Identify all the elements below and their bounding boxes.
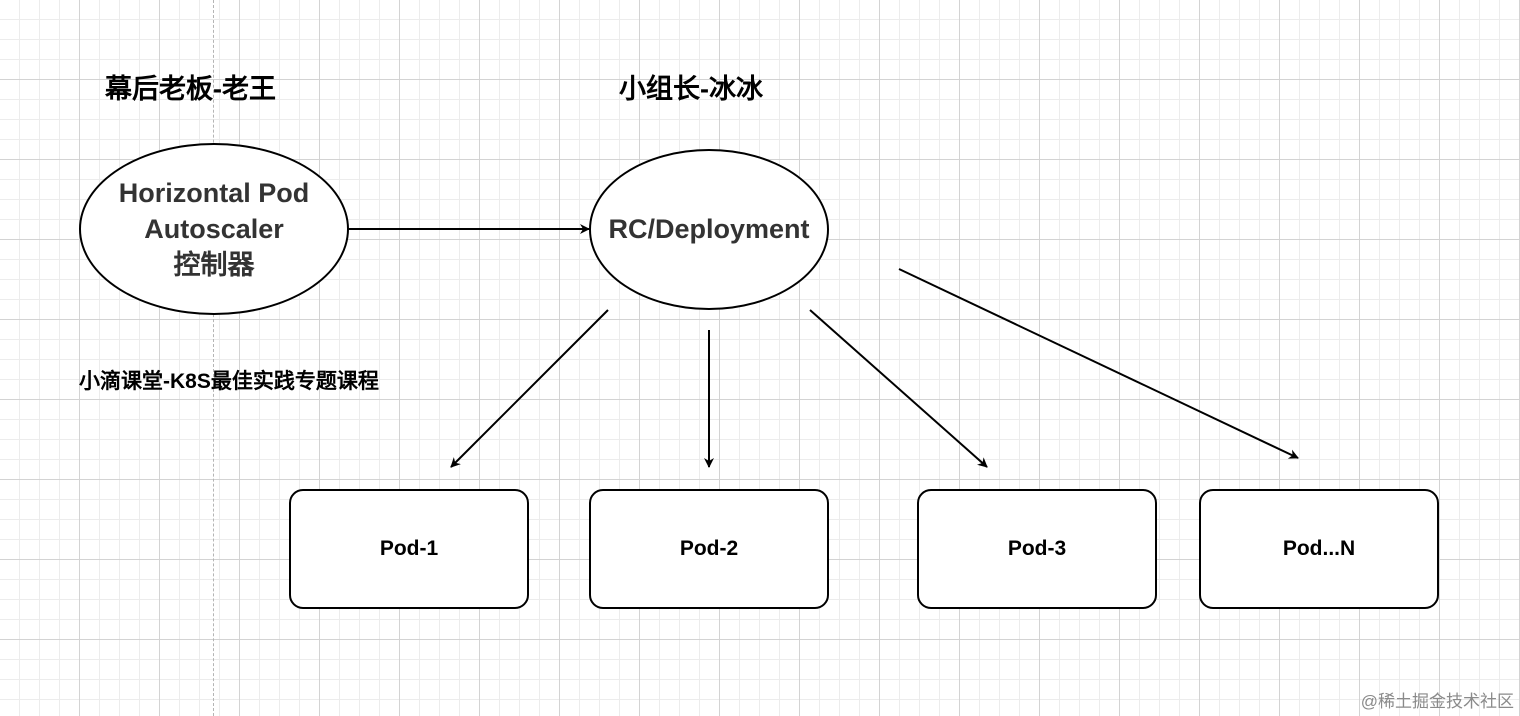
pod-node-2[interactable]: Pod-2 bbox=[589, 489, 829, 609]
course-label: 小滴课堂-K8S最佳实践专题课程 bbox=[79, 370, 379, 393]
hpa-line-2: Autoscaler bbox=[144, 214, 284, 244]
pod-label: Pod...N bbox=[1282, 537, 1356, 560]
hpa-line-3: 控制器 bbox=[173, 250, 255, 280]
hpa-controller-node[interactable]: Horizontal Pod Autoscaler 控制器 bbox=[79, 143, 349, 315]
pod-label: Pod-2 bbox=[679, 537, 739, 560]
hpa-line-1: Horizontal Pod bbox=[118, 178, 310, 208]
boss-label: 幕后老板-老王 bbox=[105, 74, 276, 104]
pod-label: Pod-1 bbox=[379, 537, 439, 560]
arrow-to-pod-3 bbox=[809, 309, 988, 468]
arrow-to-pod-1 bbox=[450, 309, 609, 468]
deployment-label: RC/Deployment bbox=[608, 214, 810, 244]
pod-node-n[interactable]: Pod...N bbox=[1199, 489, 1439, 609]
arrow-to-pod-n bbox=[898, 268, 1299, 459]
deployment-node[interactable]: RC/Deployment bbox=[589, 149, 829, 310]
pod-node-1[interactable]: Pod-1 bbox=[289, 489, 529, 609]
dashed-divider bbox=[213, 0, 214, 716]
leader-label: 小组长-冰冰 bbox=[619, 74, 763, 104]
pod-label: Pod-3 bbox=[1007, 537, 1067, 560]
pod-node-3[interactable]: Pod-3 bbox=[917, 489, 1157, 609]
watermark: @稀土掘金技术社区 bbox=[1360, 692, 1514, 711]
